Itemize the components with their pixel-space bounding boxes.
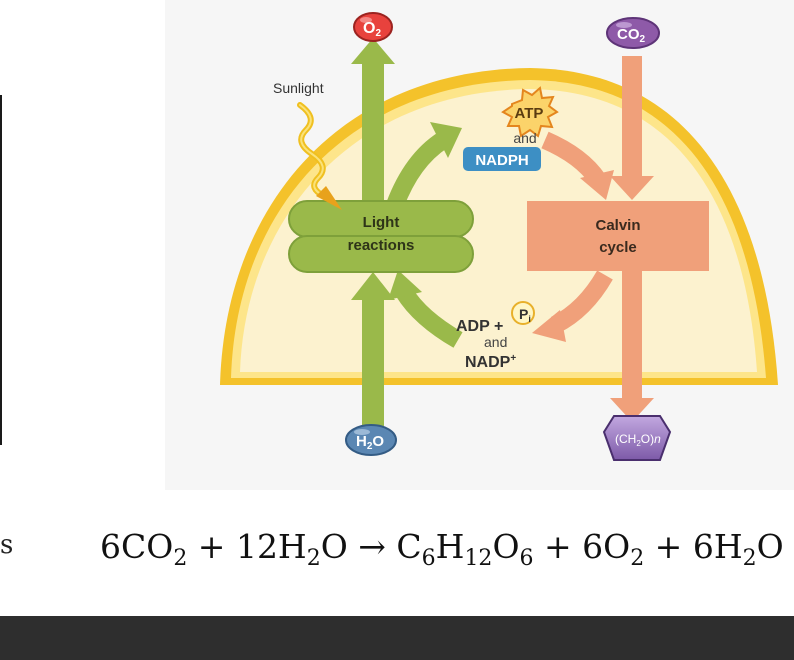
calvin-cycle-label-line2: cycle bbox=[599, 239, 637, 256]
photosynthesis-equation: 6CO2 + 12H2O → C6H12O6 + 6O2 + 6H2O bbox=[100, 527, 784, 571]
calvin-to-adp-arrow bbox=[532, 270, 613, 342]
bottom-dark-bar bbox=[0, 616, 794, 660]
and-label-top: and bbox=[513, 130, 536, 146]
o2-release-arrow bbox=[351, 38, 395, 206]
calvin-cycle-box bbox=[527, 201, 709, 271]
sunlight-icon bbox=[297, 102, 342, 210]
h2o-input-arrow bbox=[351, 272, 395, 426]
photosynthesis-diagram: Calvin cycle Light reactions Sunlight AT… bbox=[220, 12, 778, 461]
sunlight-label: Sunlight bbox=[273, 80, 324, 96]
left-border-line bbox=[0, 95, 2, 445]
o2-label: O2 bbox=[363, 20, 381, 39]
light-reactions-label-line1: Light bbox=[363, 214, 400, 231]
light-reactions-label-line2: reactions bbox=[348, 237, 415, 254]
pi-label: Pi bbox=[519, 306, 531, 324]
sugar-output-arrow bbox=[610, 270, 654, 422]
atp-label: ATP bbox=[515, 105, 544, 122]
nadp-label: NADP+ bbox=[465, 353, 516, 371]
sugar-label: (CH2O)n bbox=[615, 432, 661, 448]
co2-label: CO2 bbox=[617, 26, 646, 45]
nadph-label: NADPH bbox=[475, 152, 528, 169]
h2o-label: H2O bbox=[356, 433, 384, 452]
nadph-badge bbox=[463, 147, 541, 171]
pi-badge bbox=[511, 301, 535, 325]
co2-input-arrow bbox=[610, 56, 654, 200]
calvin-cycle-label-line1: Calvin bbox=[595, 217, 640, 234]
adp-label: ADP + bbox=[456, 318, 503, 335]
left-text-fragment: s bbox=[0, 530, 14, 560]
adp-return-arrow bbox=[388, 270, 463, 348]
co2-badge bbox=[606, 17, 660, 49]
and-label-bottom: and bbox=[484, 334, 507, 350]
o2-badge bbox=[353, 12, 393, 42]
atp-to-calvin-arrow bbox=[541, 131, 614, 200]
sugar-hexagon bbox=[602, 415, 672, 461]
light-reactions-thylakoid bbox=[288, 200, 474, 273]
h2o-badge bbox=[345, 424, 397, 456]
atp-production-arrow bbox=[386, 122, 462, 209]
atp-starburst-icon bbox=[501, 86, 559, 138]
